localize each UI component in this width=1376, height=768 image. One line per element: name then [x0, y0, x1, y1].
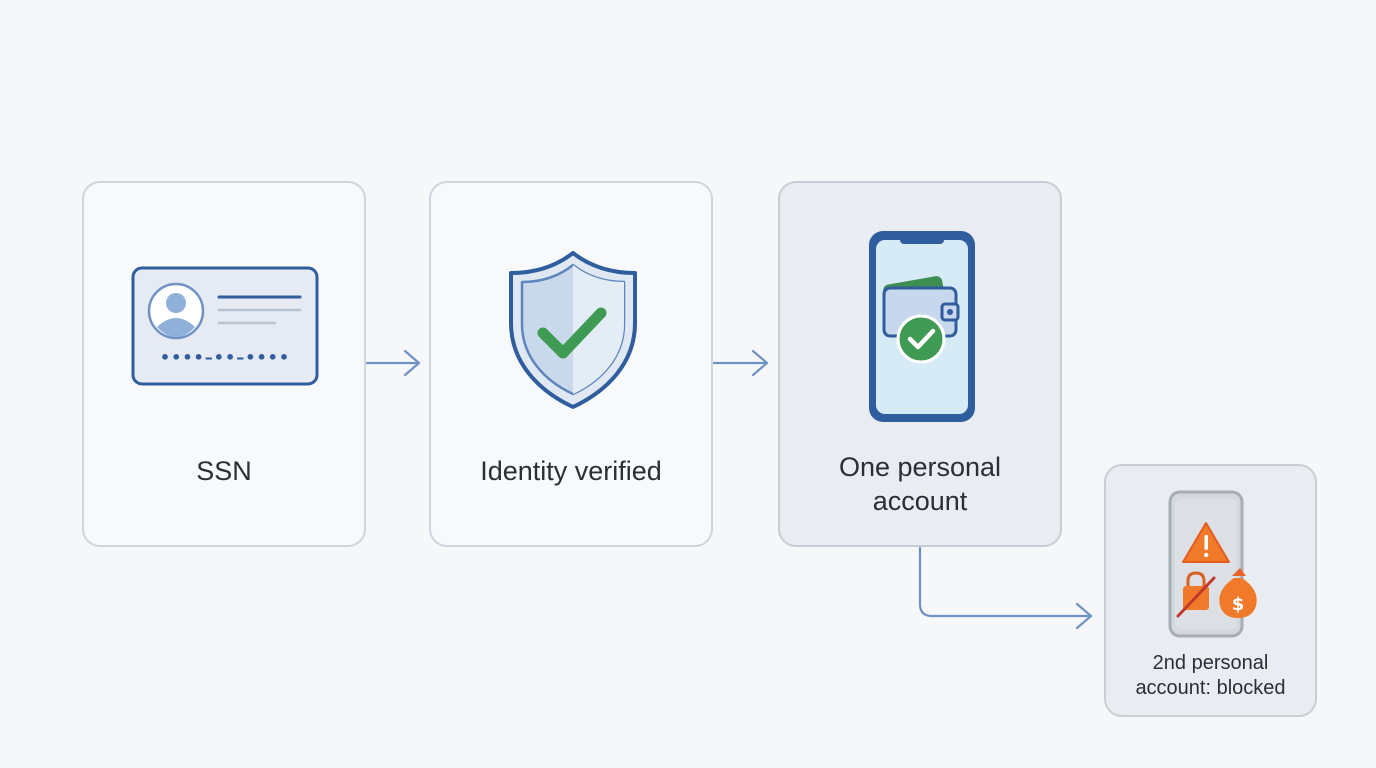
id-card-icon: ••••–••–••••: [131, 266, 319, 386]
step-card-second-account: $ 2nd personal account: blocked: [1104, 464, 1317, 717]
money-bag-icon: $: [1219, 568, 1257, 618]
arrow-account-to-blocked: [918, 546, 1093, 630]
step-label-one-account: One personal account: [838, 452, 1002, 516]
arrow-identity-to-account: [712, 349, 769, 377]
shield-check-icon: [509, 251, 637, 409]
step-label-second-account: 2nd personal account: blocked: [1135, 652, 1286, 699]
warning-triangle-icon: [1182, 522, 1230, 563]
step-card-identity: Identity verified: [429, 181, 713, 547]
step-card-ssn: ••••–••–•••• SSN: [82, 181, 366, 547]
ssn-mask-text: ••••–••–••••: [160, 348, 290, 367]
phone-warning-blocked-icon: $: [1168, 490, 1257, 638]
padlock-icon: [1176, 571, 1216, 618]
arrow-ssn-to-identity: [365, 349, 421, 377]
svg-text:$: $: [1232, 594, 1245, 615]
phone-wallet-check-icon: [869, 231, 975, 422]
step-card-one-account: One personal account: [778, 181, 1062, 547]
step-label-ssn: SSN: [196, 456, 252, 486]
step-label-identity: Identity verified: [480, 456, 662, 486]
